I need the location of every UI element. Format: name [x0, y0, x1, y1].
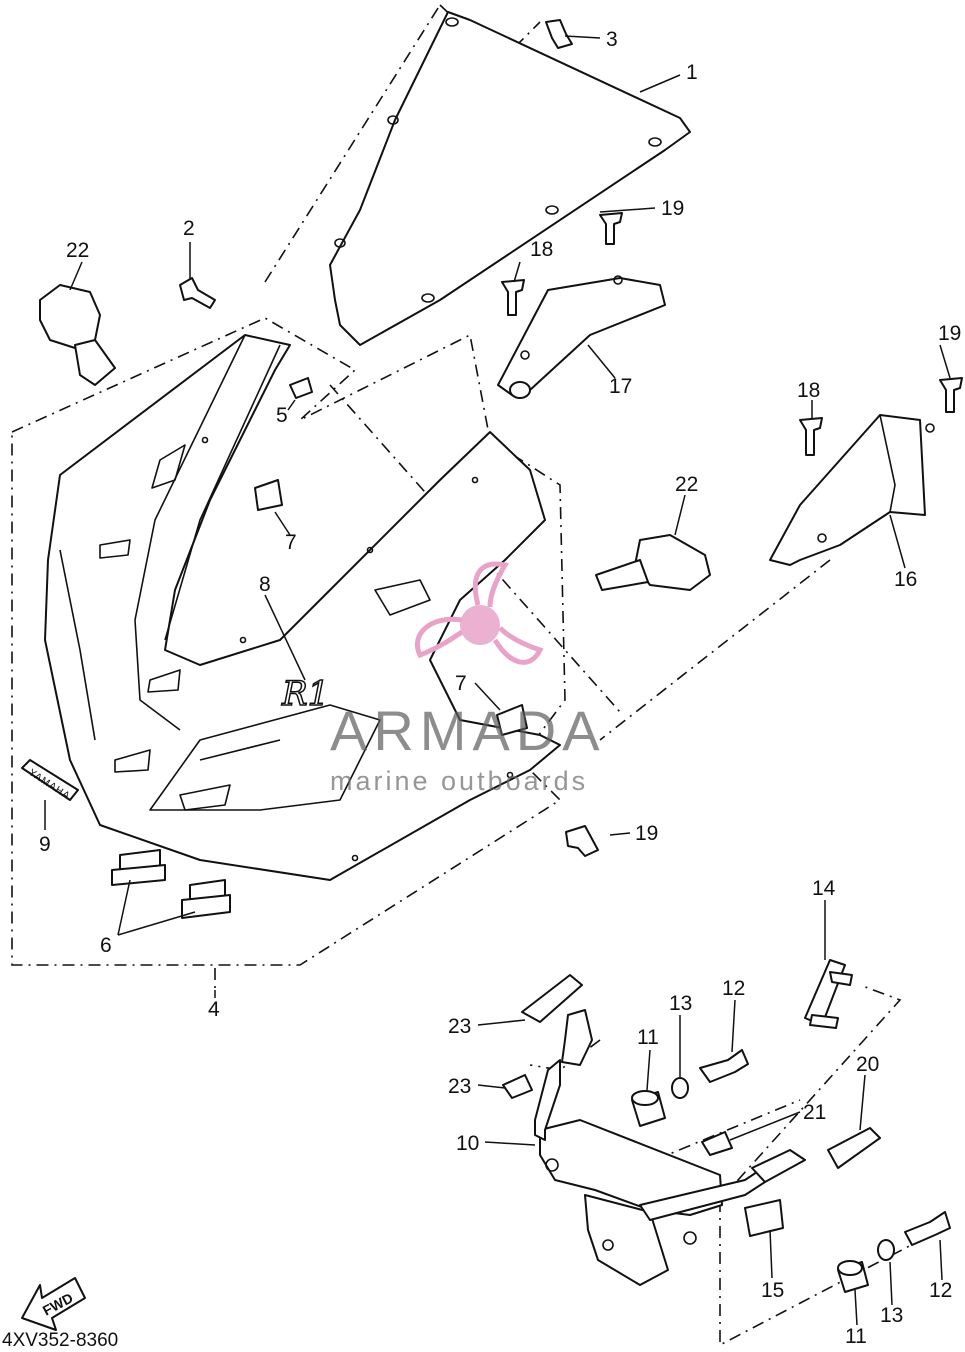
forward-direction-marker: FWD [21, 1277, 86, 1331]
callout-1: 1 [686, 61, 698, 84]
forward-arrow-icon [21, 1277, 86, 1331]
callout-5: 5 [276, 404, 288, 427]
callout-14: 14 [812, 877, 836, 900]
hardware-parts [502, 959, 951, 1293]
callout-8: 8 [259, 573, 271, 596]
callout-12-lower: 12 [929, 1279, 952, 1302]
grommet-parts [111, 849, 231, 919]
callout-2: 2 [183, 217, 195, 240]
yamaha-badge-part: YAMAHA [21, 759, 79, 802]
callout-16: 16 [894, 568, 917, 591]
callout-labels: 3 1 2 19 18 22 17 19 18 5 22 7 16 8 7 19… [39, 28, 961, 1348]
callout-21: 22 [66, 239, 89, 262]
drawing-code: 4XV352-8360 [2, 1330, 118, 1351]
mirror-parts [39, 284, 711, 591]
callout-11-lower: 11 [845, 1325, 867, 1348]
callout-13-lower: 13 [880, 1304, 903, 1327]
callout-6: 6 [100, 934, 112, 957]
clip-parts [254, 377, 528, 736]
callout-22-right: 20 [856, 1053, 879, 1076]
watermark-subtitle: marine outboards [330, 766, 588, 796]
callout-19-lower: 19 [635, 822, 658, 845]
callout-20: 22 [675, 473, 698, 496]
callout-18-right: 18 [797, 379, 820, 402]
armada-watermark: ARMADA marine outboards [330, 561, 606, 796]
callout-13-upper: 13 [669, 992, 692, 1015]
callout-3: 3 [606, 28, 618, 51]
callout-19-right: 19 [938, 322, 961, 345]
windscreen-part [329, 11, 691, 346]
leader-lines [44, 35, 951, 1326]
watermark-title: ARMADA [330, 699, 606, 762]
callout-15: 15 [761, 1279, 784, 1302]
callout-7-lower: 7 [455, 672, 467, 695]
callout-11-upper: 11 [637, 1026, 659, 1049]
cowling-body-part: R1 [44, 334, 561, 881]
propeller-logo-icon [414, 561, 544, 665]
cowling-emblem-text: R1 [281, 674, 329, 714]
callout-18-top: 18 [530, 238, 553, 261]
callout-7-upper: 7 [285, 531, 297, 554]
callout-19-top: 19 [661, 197, 684, 220]
callout-17: 17 [609, 375, 632, 398]
callout-12-upper: 12 [722, 977, 745, 1000]
callout-9: 9 [39, 833, 51, 856]
screw-parts [179, 19, 963, 857]
callout-4: 4 [208, 998, 220, 1021]
callout-23-right: 21 [803, 1101, 826, 1124]
inner-panel-parts [497, 275, 935, 566]
callout-10: 10 [456, 1132, 479, 1155]
cowling-stay-part [534, 1009, 766, 1286]
callout-22-left: 23 [448, 1015, 471, 1038]
callout-23-left: 23 [448, 1075, 471, 1098]
